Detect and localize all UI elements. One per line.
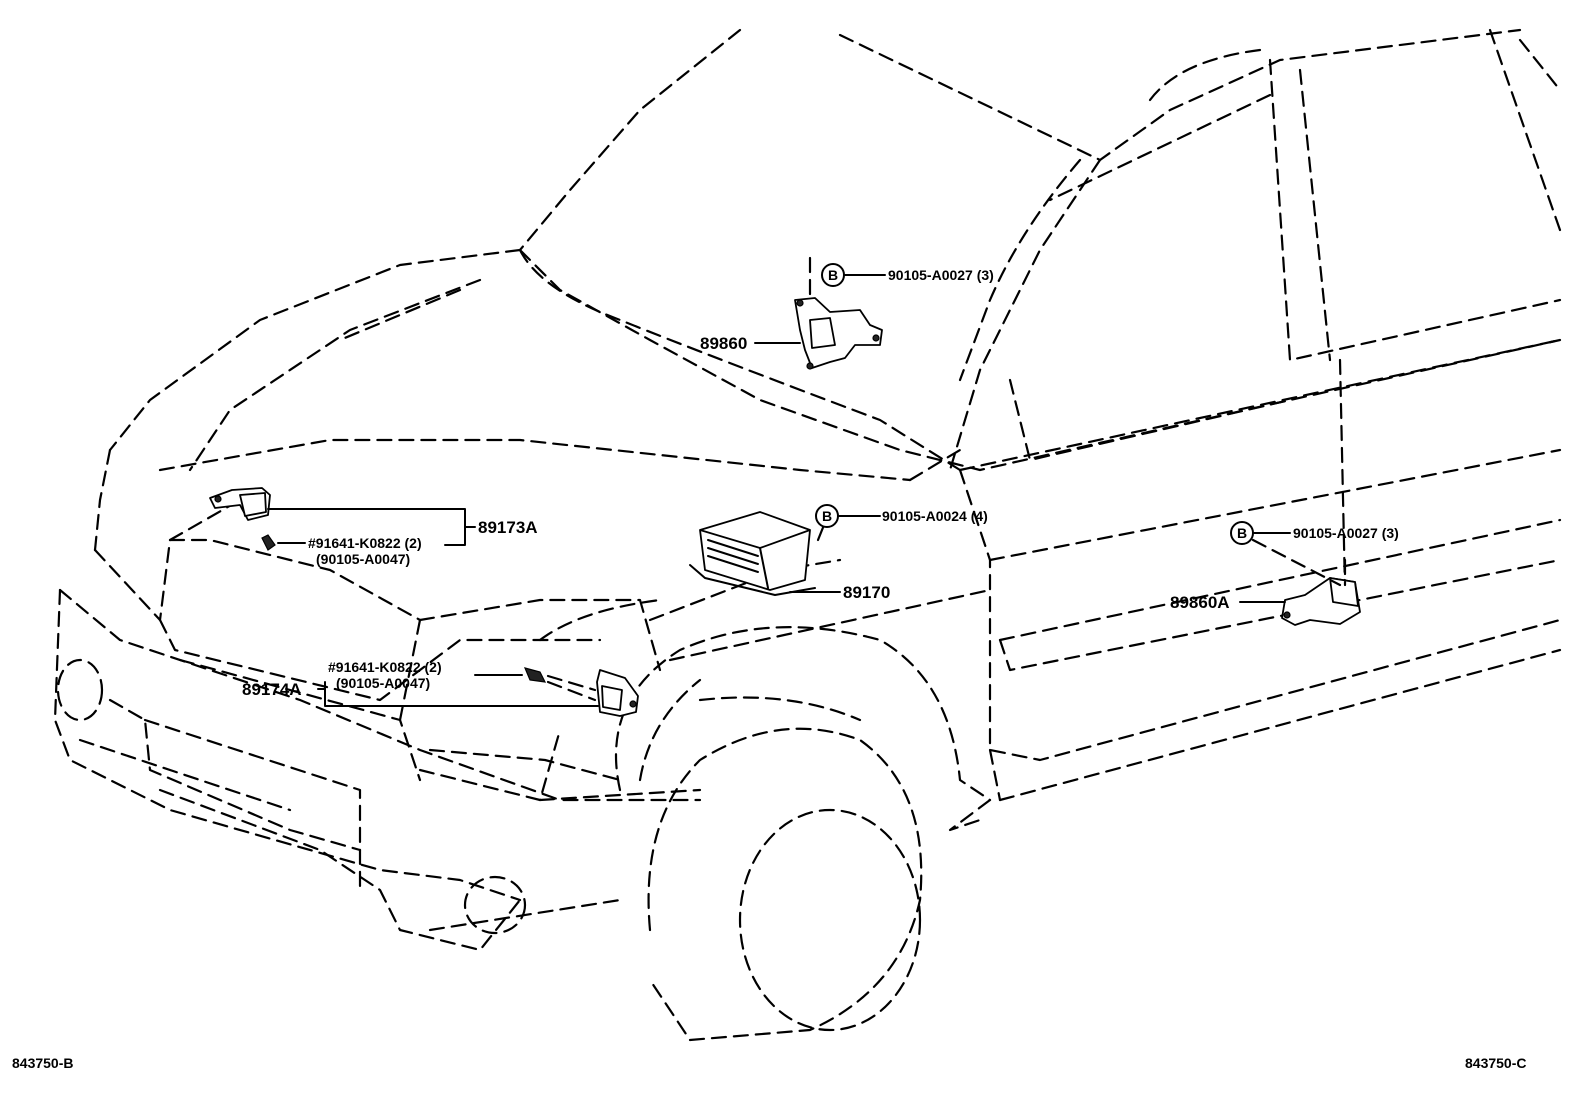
fastener-label-b-right: 90105-A0027 (3) bbox=[1293, 525, 1399, 541]
svg-text:B: B bbox=[828, 267, 838, 283]
sensor-89174A bbox=[523, 667, 639, 717]
svg-text:B: B bbox=[822, 508, 832, 524]
bolt-label-upper-line1: #91641-K0822 (2) bbox=[308, 535, 422, 551]
bolt-label-upper-line2: (90105-A0047) bbox=[316, 551, 410, 567]
bolt-label-lower-line1: #91641-K0822 (2) bbox=[328, 659, 442, 675]
sensor-89860 bbox=[794, 256, 883, 370]
part-label-89860A: 89860A bbox=[1170, 593, 1230, 612]
fastener-label-b-mid: 90105-A0024 (4) bbox=[882, 508, 988, 524]
diagram-code-left: 843750-B bbox=[12, 1055, 74, 1071]
callout-b-mid: B bbox=[815, 504, 839, 528]
diagram-code-right: 843750-C bbox=[1465, 1055, 1527, 1071]
bolt-label-lower-line2: (90105-A0047) bbox=[336, 675, 430, 691]
part-label-89860: 89860 bbox=[700, 334, 747, 353]
callout-b-right: B bbox=[1230, 521, 1254, 545]
callout-b-top: B bbox=[821, 263, 845, 287]
part-label-89170: 89170 bbox=[843, 583, 890, 602]
ecu-89170 bbox=[689, 508, 832, 596]
fastener-label-b-top: 90105-A0027 (3) bbox=[888, 267, 994, 283]
sensor-89173A bbox=[209, 487, 276, 551]
part-label-89174A: 89174A bbox=[242, 680, 302, 699]
leader-lines bbox=[267, 274, 1291, 707]
part-label-89173A: 89173A bbox=[478, 518, 538, 537]
svg-text:B: B bbox=[1237, 525, 1247, 541]
sensor-89860A bbox=[1251, 538, 1361, 626]
